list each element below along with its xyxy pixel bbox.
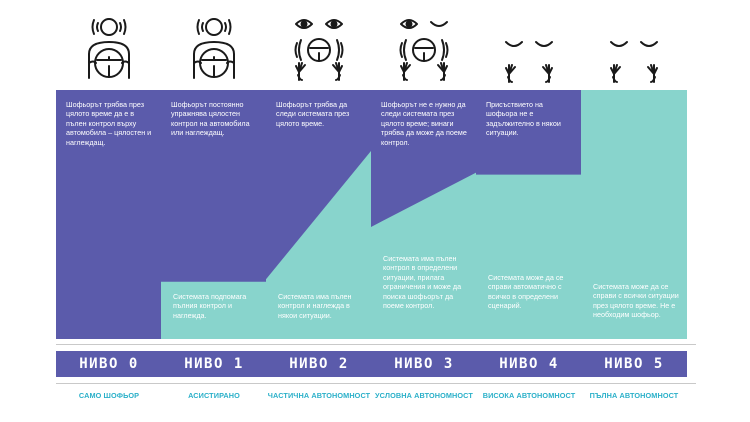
level-name: ЧАСТИЧНА АВТОНОМНОСТ bbox=[267, 391, 371, 400]
eyes-closed-hands-off-icon bbox=[476, 8, 582, 86]
eyes-open-hands-off-icon bbox=[266, 8, 372, 86]
driver-responsibility-text: Шофьорът трябва през цялото време да е в… bbox=[66, 100, 152, 147]
driver-responsibility-text: Шофьорът трябва да следи системата през … bbox=[276, 100, 350, 128]
level-name: ПЪЛНА АВТОНОМНОСТ bbox=[589, 391, 679, 400]
driver-responsibility-text: Присъствието на шофьора не е задължителн… bbox=[486, 100, 561, 138]
driver-hands-on-wheel-icon bbox=[56, 8, 162, 86]
level-label: НИВО 5 bbox=[581, 351, 687, 377]
driver-share-area bbox=[266, 90, 372, 280]
level-4-panel: Присъствието на шофьора не е задължителн… bbox=[476, 90, 582, 339]
driver-responsibility-text: Шофьорът постоянно упражнява цялостен ко… bbox=[171, 100, 250, 138]
level-label: НИВО 4 bbox=[476, 351, 582, 377]
level-label: НИВО 0 bbox=[56, 351, 162, 377]
driver-share-area bbox=[161, 90, 267, 282]
level-name: ВИСОКА АВТОНОМНОСТ bbox=[482, 391, 576, 400]
driver-share-area bbox=[56, 90, 162, 339]
level-label: НИВО 2 bbox=[266, 351, 372, 377]
eyes-closed-hands-off-icon bbox=[581, 8, 687, 86]
level-name: САМО ШОФЬОР bbox=[78, 391, 140, 400]
level-0-share-fill bbox=[56, 90, 162, 339]
system-capability-text: Системата подпомага пълния контрол и наг… bbox=[173, 292, 247, 320]
level-1-share-fill bbox=[161, 90, 267, 339]
driver-hands-on-wheel-icon bbox=[161, 8, 267, 86]
level-3-share-fill bbox=[371, 90, 477, 339]
level-1-panel: Шофьорът постоянно упражнява цялостен ко… bbox=[161, 90, 267, 339]
system-capability-text: Системата има пълен контрол в определени… bbox=[383, 254, 462, 311]
system-capability-text: Системата може да се справи с всички сит… bbox=[593, 282, 679, 320]
level-3-panel: Шофьорът не е нужно да следи системата п… bbox=[371, 90, 477, 339]
level-label: НИВО 1 bbox=[161, 351, 267, 377]
driver-responsibility-text: Шофьорът не е нужно да следи системата п… bbox=[381, 100, 467, 147]
driver-share-area bbox=[371, 90, 477, 227]
level-5-panel: Системата може да се справи с всички сит… bbox=[581, 90, 687, 339]
level-2-share-fill bbox=[266, 90, 372, 339]
level-label: НИВО 3 bbox=[371, 351, 477, 377]
level-0-panel: Шофьорът трябва през цялото време да е в… bbox=[56, 90, 162, 339]
system-capability-text: Системата има пълен контрол и наглежда в… bbox=[278, 292, 352, 320]
divider-line bbox=[56, 344, 696, 345]
level-2-panel: Шофьорът трябва да следи системата през … bbox=[266, 90, 372, 339]
driver-share-area bbox=[476, 90, 582, 175]
divider-line bbox=[56, 383, 696, 384]
level-4-share-fill bbox=[476, 90, 582, 339]
level-name: УСЛОВНА АВТОНОМНОСТ bbox=[375, 391, 473, 400]
system-capability-text: Системата може да се справи автоматично … bbox=[488, 273, 564, 311]
eye-wink-hands-off-icon bbox=[371, 8, 477, 86]
level-5-share-fill bbox=[581, 90, 687, 339]
level-name: АСИСТИРАНО bbox=[188, 391, 240, 400]
